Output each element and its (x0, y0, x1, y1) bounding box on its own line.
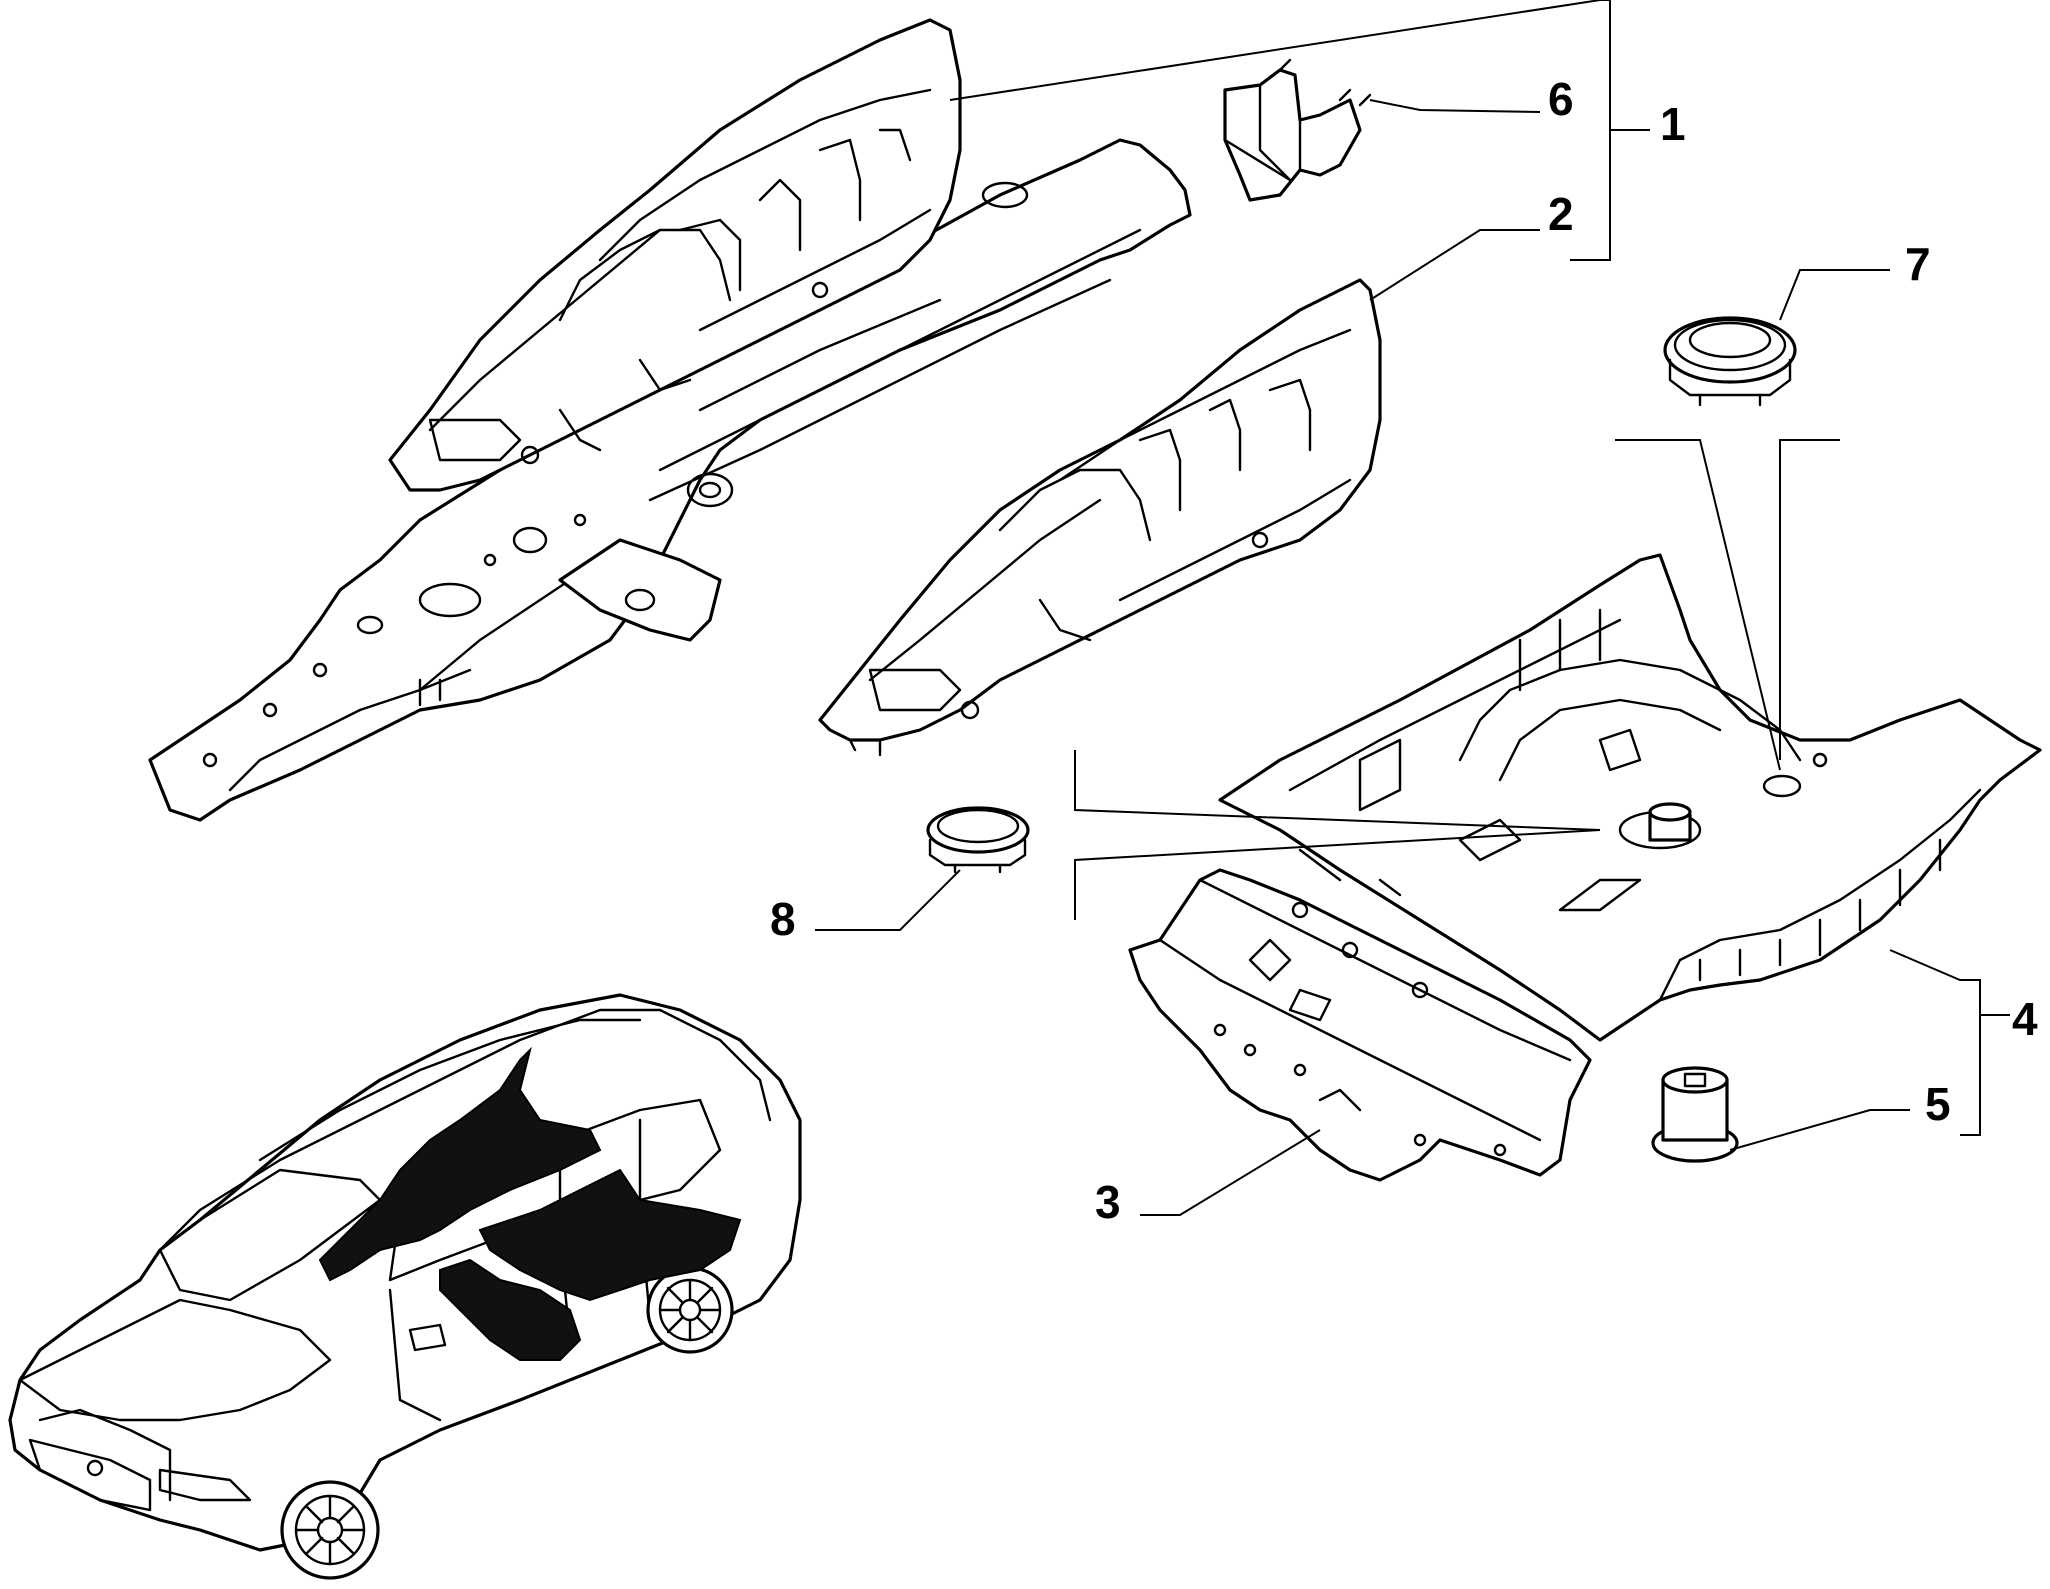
callout-2: 2 (1548, 188, 1574, 240)
callout-8: 8 (770, 893, 796, 945)
rear-floor-pan-part-4 (1218, 553, 2042, 1042)
callout-6: 6 (1548, 73, 1574, 125)
front-floor-pan-part-1 (148, 18, 1192, 822)
leader-lines (815, 0, 2010, 1216)
callout-1: 1 (1660, 98, 1686, 150)
callout-4: 4 (2012, 993, 2038, 1045)
car-illustration (8, 993, 802, 1580)
callout-labels: 1 2 3 4 5 6 7 8 (770, 73, 2038, 1228)
callout-3: 3 (1095, 1176, 1121, 1228)
callout-7: 7 (1905, 238, 1931, 290)
plug-part-8 (926, 806, 1030, 874)
callout-5: 5 (1925, 1078, 1951, 1130)
footwell-shell-part-2 (818, 278, 1382, 757)
bracket-part-6 (1223, 58, 1372, 202)
bump-stop-part-5 (1651, 1066, 1739, 1163)
cross-member-part-3 (1128, 868, 1592, 1182)
plug-part-7 (1663, 316, 1797, 407)
